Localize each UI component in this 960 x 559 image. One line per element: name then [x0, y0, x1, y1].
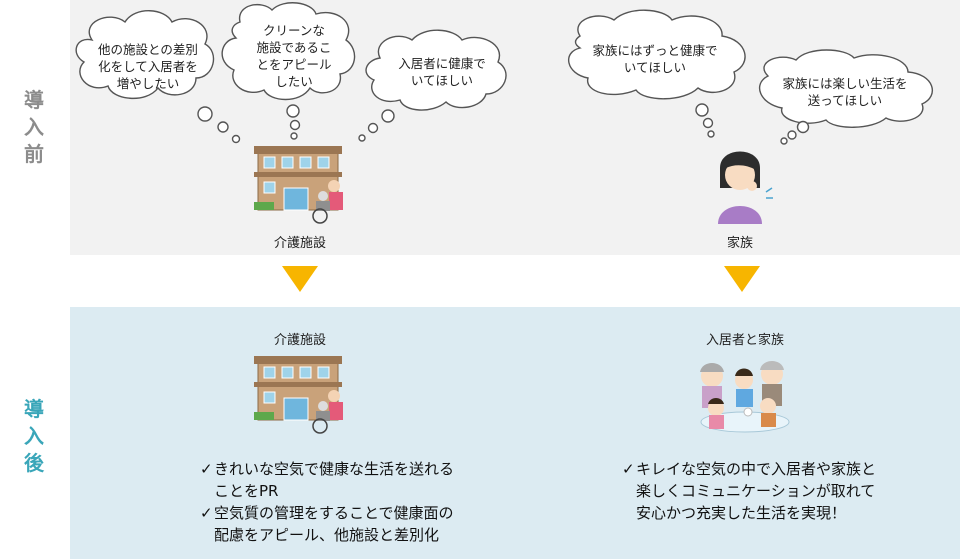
- after-label-char: 導: [24, 397, 44, 421]
- thought-cloud-3: [358, 29, 507, 142]
- benefit-item: ✓ 空気質の管理をすることで健康面の 配慮をアピール、他施設と差別化: [200, 502, 510, 546]
- before-label-char: 導: [24, 88, 44, 112]
- thought-line: 増やしたい: [116, 76, 180, 91]
- down-arrow-facility: [282, 266, 318, 292]
- family-benefits-list: ✓ キレイな空気の中で入居者や家族と 楽しくコミュニケーションが取れて 安心かつ…: [622, 458, 932, 524]
- nursing-facility-illustration: [254, 146, 343, 224]
- down-arrow-family: [724, 266, 760, 292]
- facility-thought-1: 他の施設との差別 化をして入居者を 増やしたい: [88, 41, 208, 92]
- thought-line: 他の施設との差別: [98, 42, 198, 57]
- before-facility-caption: 介護施設: [273, 236, 326, 251]
- thought-line: いてほしい: [410, 73, 474, 88]
- benefit-item: ✓ キレイな空気の中で入居者や家族と 楽しくコミュニケーションが取れて 安心かつ…: [622, 458, 932, 524]
- family-thought-1: 家族にはずっと健康で いてほしい: [580, 42, 730, 76]
- facility-benefits-list: ✓ きれいな空気で健康な生活を送れる ことをPR ✓ 空気質の管理をすることで健…: [200, 458, 510, 546]
- after-label-column: [0, 307, 70, 559]
- facility-thought-3: 入居者に健康で いてほしい: [382, 55, 502, 89]
- thought-cloud-5: [758, 49, 933, 145]
- thought-line: 送ってほしい: [807, 93, 883, 108]
- after-label-char: 後: [24, 451, 44, 475]
- check-icon: ✓: [622, 460, 635, 478]
- thought-line: 施設であるこ: [256, 40, 332, 55]
- after-panel: [70, 307, 960, 559]
- thought-cloud-1: [75, 10, 241, 144]
- thought-line: したい: [275, 74, 313, 89]
- facility-thought-2: クリーンな 施設であるこ とをアピール したい: [238, 22, 350, 90]
- benefit-line: キレイな空気の中で入居者や家族と: [636, 460, 877, 478]
- before-label-char: 入: [24, 115, 44, 139]
- benefit-line: 安心かつ充実した生活を実現！: [636, 504, 847, 522]
- thought-line: いてほしい: [623, 60, 687, 75]
- benefit-line: 楽しくコミュニケーションが取れて: [636, 482, 876, 500]
- after-family-caption: 入居者と家族: [705, 333, 784, 348]
- thought-line: とをアピール: [256, 57, 332, 72]
- family-thought-2: 家族には楽しい生活を 送ってほしい: [770, 75, 920, 109]
- benefit-line: 配慮をアピール、他施設と差別化: [214, 526, 440, 544]
- before-family-caption: 家族: [726, 236, 753, 251]
- thought-cloud-4: [568, 9, 746, 138]
- benefit-line: きれいな空気で健康な生活を送れる: [214, 460, 455, 478]
- worried-family-member-illustration: [718, 151, 773, 224]
- before-label-char: 前: [24, 142, 44, 166]
- thought-line: 化をして入居者を: [98, 59, 198, 74]
- after-label-char: 入: [24, 424, 44, 448]
- before-label-column: [0, 0, 70, 255]
- thought-line: 家族には楽しい生活を: [782, 76, 908, 91]
- thought-line: クリーンな: [263, 23, 325, 38]
- residents-and-family-illustration: [700, 361, 790, 433]
- nursing-facility-illustration: [254, 356, 343, 434]
- benefit-item: ✓ きれいな空気で健康な生活を送れる ことをPR: [200, 458, 510, 502]
- thought-cloud-2: [221, 2, 356, 140]
- after-label: 導 入 後: [17, 396, 51, 477]
- before-label: 導 入 前: [17, 87, 51, 168]
- benefit-line: 空気質の管理をすることで健康面の: [214, 504, 454, 522]
- thought-line: 入居者に健康で: [398, 56, 486, 71]
- thought-line: 家族にはずっと健康で: [592, 43, 718, 58]
- check-icon: ✓: [200, 504, 213, 522]
- benefit-line: ことをPR: [214, 482, 279, 500]
- before-illustrations: [75, 2, 933, 224]
- after-facility-caption: 介護施設: [273, 333, 326, 348]
- after-illustrations: [254, 356, 790, 434]
- check-icon: ✓: [200, 460, 213, 478]
